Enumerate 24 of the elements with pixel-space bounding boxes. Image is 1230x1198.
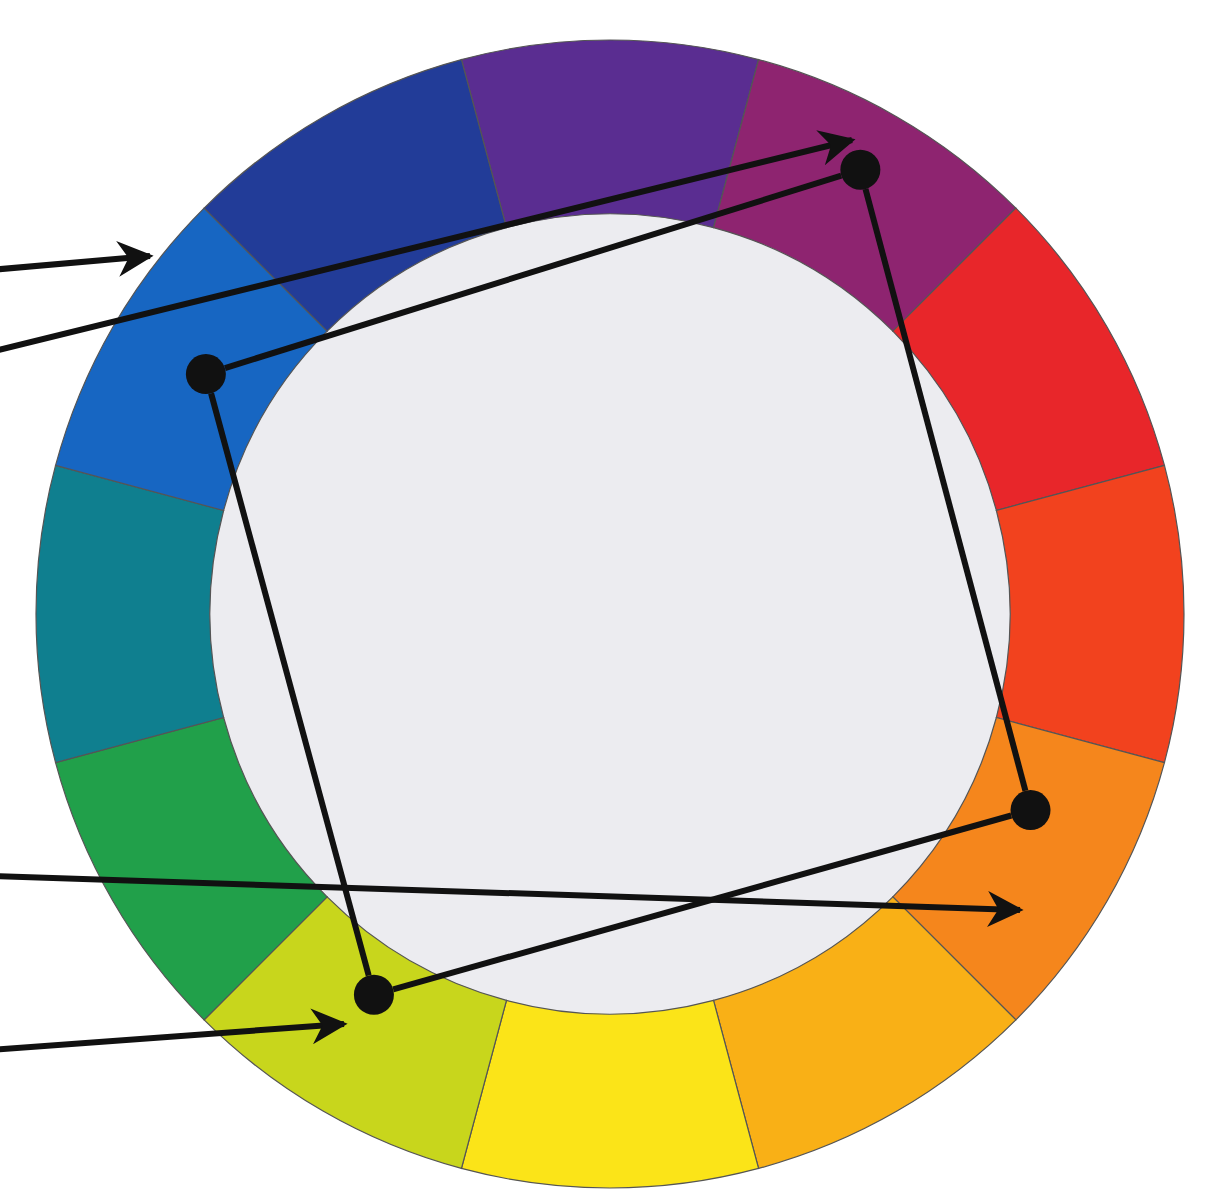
arrow (0, 873, 1024, 927)
corner-dot (185, 354, 226, 395)
corner-dot (1010, 790, 1051, 831)
color-segment (460, 40, 760, 229)
arrow (0, 130, 856, 355)
corner-dot (840, 149, 881, 190)
color-segment (203, 896, 508, 1170)
connector-line (224, 172, 843, 371)
color-segment (995, 464, 1184, 764)
color-segment (712, 896, 1017, 1170)
connector-line (862, 188, 1029, 792)
connector-line (392, 812, 1013, 993)
color-segment (203, 58, 508, 332)
color-segment (54, 716, 328, 1021)
connector-line (208, 392, 372, 977)
color-segment (54, 207, 328, 512)
color-segment (892, 716, 1166, 1021)
color-segment (892, 207, 1166, 512)
color-segment (36, 464, 225, 764)
color-segment (460, 999, 760, 1188)
arrow (0, 1008, 348, 1053)
corner-dot (353, 974, 394, 1015)
arrow (0, 240, 154, 277)
color-segment (712, 58, 1017, 332)
